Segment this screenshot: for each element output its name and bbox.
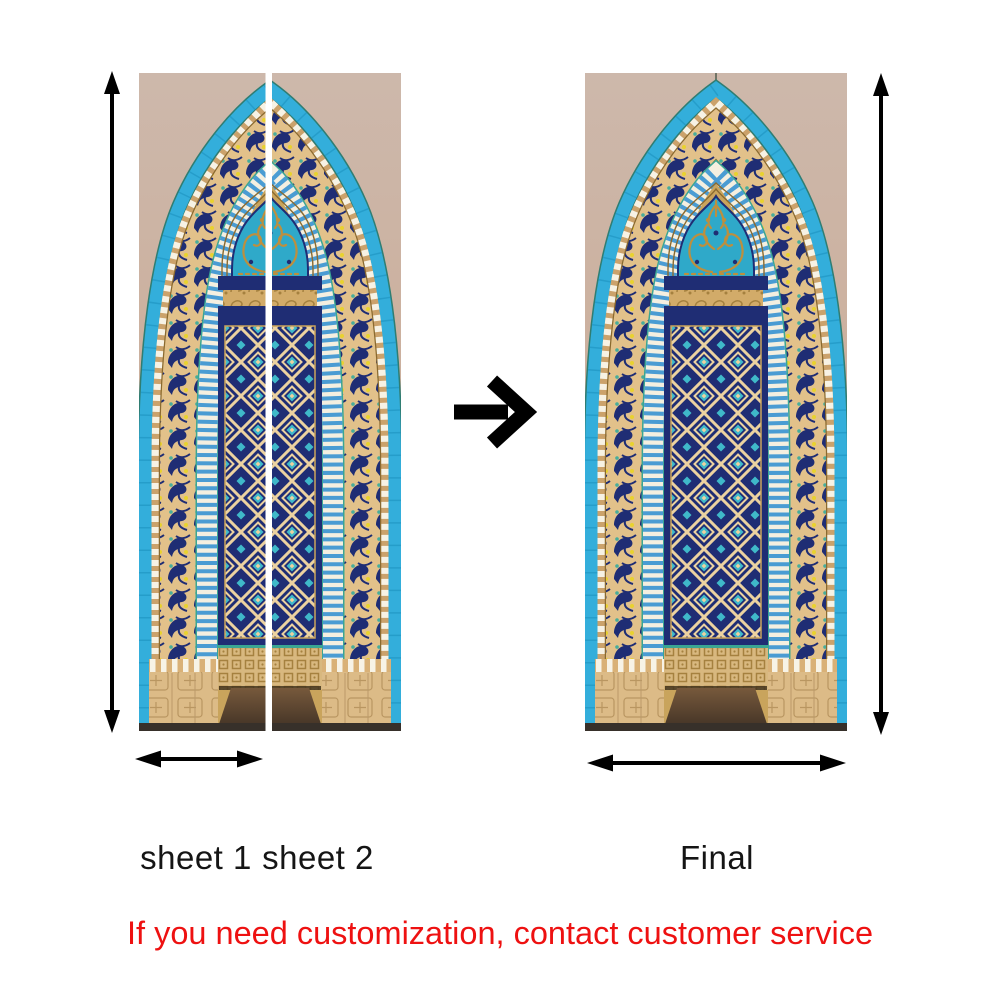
final-label: Final xyxy=(679,839,755,876)
sheet2-label: sheet 2 xyxy=(262,839,374,876)
merge-arrow-icon xyxy=(454,375,538,449)
sheet-divider xyxy=(265,73,272,731)
customization-notice: If you need customization, contact custo… xyxy=(126,915,874,951)
sheet1-width-arrow-icon xyxy=(135,750,263,768)
sheet-photos xyxy=(139,73,401,731)
sheet-height-arrow-icon xyxy=(104,71,120,733)
sheet1-label: sheet 1 xyxy=(140,839,252,876)
final-width-arrow-icon xyxy=(587,754,846,772)
final-photo xyxy=(585,73,847,731)
final-height-arrow-icon xyxy=(873,73,889,735)
